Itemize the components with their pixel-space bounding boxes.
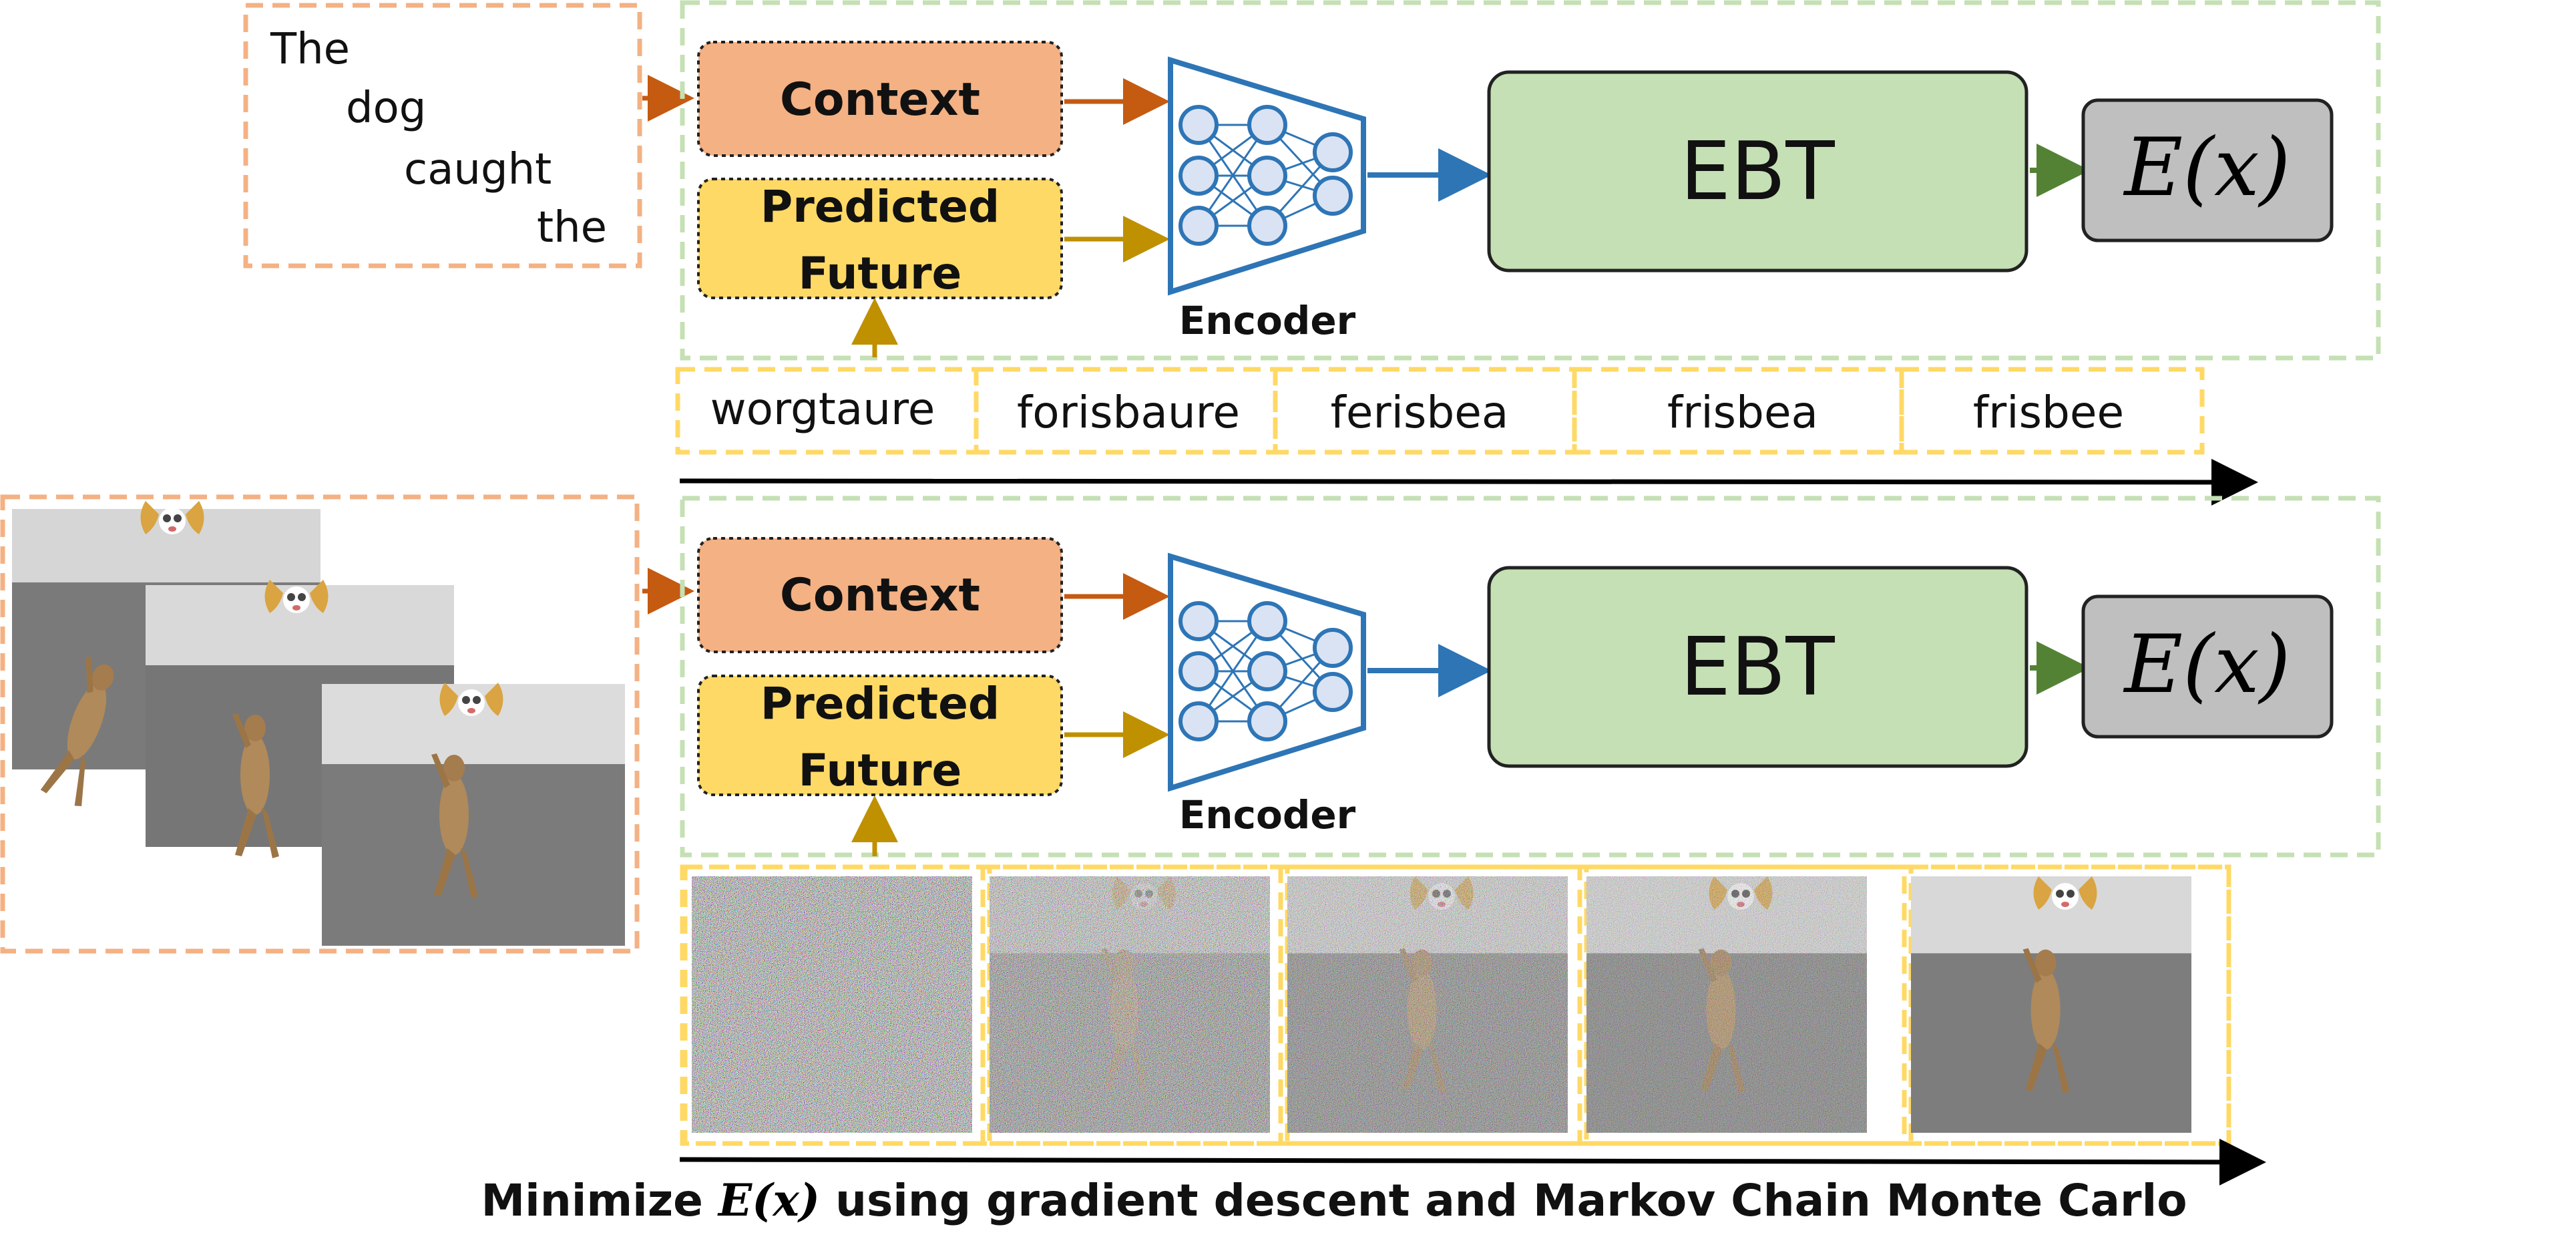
text-energy-label: E(x) [2123, 122, 2291, 214]
video-encoder-label: Encoder [1179, 792, 1356, 838]
video-predicted-node [697, 675, 1063, 796]
text-context-label: Context [780, 73, 980, 126]
video-context-label: Context [780, 569, 980, 622]
video-optimization-arrow [679, 1138, 2266, 1186]
video-candidate-frame-5 [1911, 876, 2191, 1133]
video-energy-label: E(x) [2123, 618, 2291, 711]
candidate-2: forisbaure [1017, 387, 1240, 438]
video-ebt-node [1487, 566, 2028, 768]
candidate-box-4 [1572, 367, 1904, 455]
candidate-5: frisbee [1973, 387, 2124, 438]
text-energy-node [2081, 98, 2334, 242]
context-word-3: caught [404, 145, 552, 194]
text-ebt-label: EBT [1680, 126, 1835, 218]
video-ebt-label: EBT [1680, 621, 1835, 714]
text-model-container [680, 0, 2381, 361]
text-predicted-label-2: Future [799, 248, 962, 299]
text-encoder-label: Encoder [1179, 298, 1356, 343]
video-predicted-label-1: Predicted [761, 678, 1000, 729]
caption-suffix: using gradient descent and Markov Chain … [820, 1175, 2187, 1226]
video-candidate-frame-4 [1586, 876, 1867, 1133]
caption-math: E(x) [717, 1174, 820, 1226]
candidate-3: ferisbea [1331, 387, 1509, 438]
video-candidates [680, 864, 2231, 1146]
video-energy-node [2081, 594, 2334, 739]
context-word-1: The [270, 25, 350, 74]
context-word-2: dog [346, 83, 426, 133]
video-model-container [680, 496, 2381, 858]
video-candidate-frame-1 [692, 876, 972, 1133]
text-predicted-label-1: Predicted [761, 181, 1000, 232]
text-optimization-arrow [679, 458, 2258, 506]
candidate-box-5 [1899, 367, 2205, 455]
video-candidate-border-5 [1902, 864, 2231, 1146]
video-predicted-label-2: Future [799, 745, 962, 796]
context-word-4: the [537, 203, 607, 252]
video-context-node [697, 537, 1063, 653]
text-encoder-icon [1168, 56, 1366, 296]
caption: Minimize E(x) using gradient descent and… [481, 1174, 2187, 1226]
text-context-node [697, 41, 1063, 157]
candidate-box-1 [675, 367, 979, 455]
video-frame-3 [322, 683, 625, 946]
text-candidates: worgtaure forisbaure ferisbea frisbea fr… [675, 367, 2205, 455]
candidate-box-2 [974, 367, 1278, 455]
video-encoder-icon [1168, 552, 1366, 792]
text-ebt-node [1487, 70, 2028, 273]
candidate-box-3 [1273, 367, 1577, 455]
video-context-frames [12, 501, 625, 946]
caption-prefix: Minimize [481, 1175, 718, 1226]
video-candidate-frame-2 [990, 876, 1270, 1133]
candidate-1: worgtaure [710, 383, 935, 435]
text-context-box [243, 3, 642, 269]
video-context-box [0, 494, 640, 954]
video-candidate-frame-3 [1287, 876, 1568, 1133]
candidate-4: frisbea [1667, 387, 1818, 438]
